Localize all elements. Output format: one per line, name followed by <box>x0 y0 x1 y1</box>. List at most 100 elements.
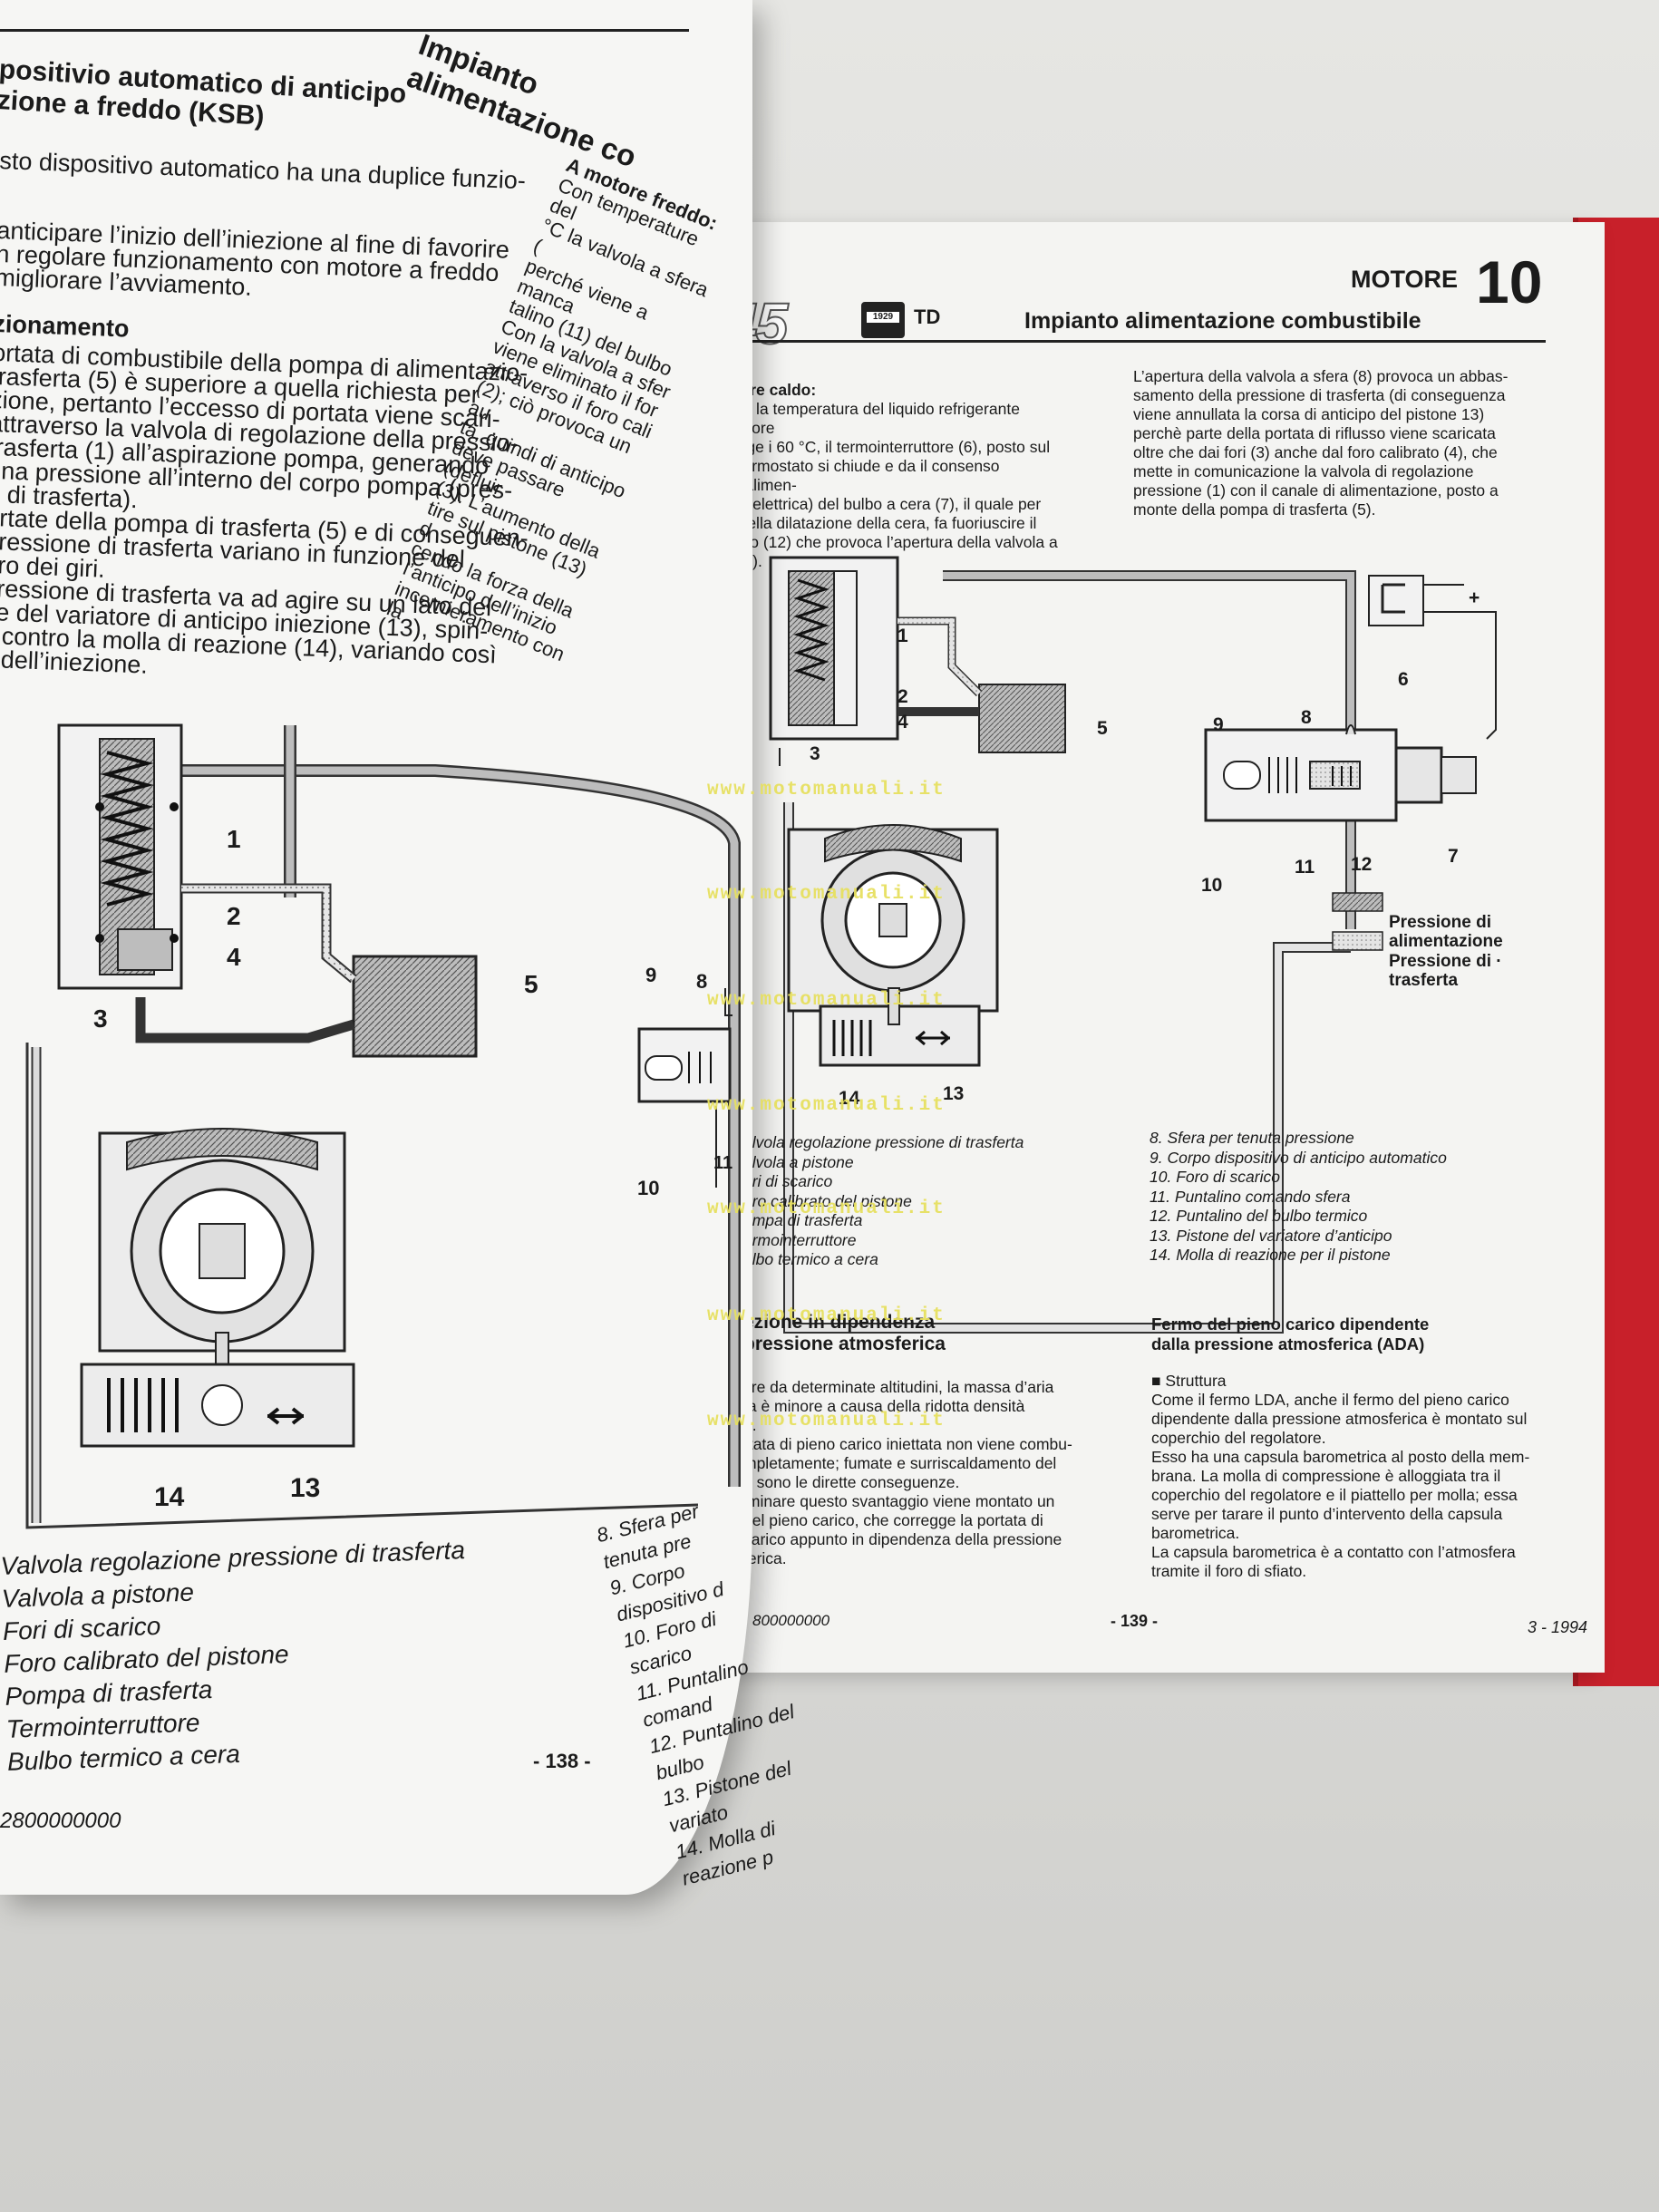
legend-alimentazione: Pressione di alimentazione <box>1389 913 1503 951</box>
text-line: pressione (1) con il canale di alimentaz… <box>1133 481 1499 500</box>
caption-item: 14. Molla di reazione per il pistone <box>1150 1246 1391 1264</box>
subheading: zionamento <box>0 309 130 343</box>
badge-suffix: TD <box>914 306 941 328</box>
watermark: www.motomanuali.it <box>707 1411 946 1431</box>
header-rule <box>0 29 689 32</box>
text-line: iunge i 60 °C, il termointerruttore (6),… <box>725 438 1051 456</box>
legend-text: Pressione di <box>1389 913 1491 932</box>
chapter-number: 10 <box>1476 248 1543 315</box>
captions-left: alvola regolazione pressione di trasfert… <box>743 1133 1024 1270</box>
text-line: carico appunto in dipendenza della press… <box>743 1530 1062 1548</box>
text-line: serve per tarare il punto d’intervento d… <box>1151 1505 1503 1523</box>
label-3: 3 <box>93 1004 108 1033</box>
caption-item: Valvola a pistone <box>1 1577 195 1613</box>
caption-item: oro calibrato del pistone <box>743 1191 912 1210</box>
date: 3 - 1994 <box>1528 1618 1588 1636</box>
watermark: www.motomanuali.it <box>707 1305 946 1326</box>
fuel-system-diagram-right <box>769 556 1497 1334</box>
label-6: 6 <box>1398 669 1409 690</box>
legend-trasferta: Pressione di · trasferta <box>1389 952 1502 990</box>
text-line: samento della pressione di trasferta (di… <box>1133 386 1506 404</box>
fuel-system-diagram-left <box>25 723 741 1529</box>
text-line: oltre che dai fori (3) anche dal foro ca… <box>1133 443 1498 461</box>
text-line: o termostato si chiude e da il consenso … <box>725 457 1000 494</box>
label-7: 7 <box>1448 846 1459 867</box>
text-line: brana. La molla di compressione è allogg… <box>1151 1467 1501 1485</box>
text-line: sto dispositivo automatico ha una duplic… <box>0 147 527 195</box>
text-line: mette in comunicazione la valvola di reg… <box>1133 462 1474 480</box>
label-3: 3 <box>810 743 820 764</box>
legend-swatch-trasferta <box>1332 931 1383 951</box>
watermark: www.motomanuali.it <box>707 780 946 800</box>
caption-item: Pompa di trasferta <box>5 1674 213 1711</box>
right-col2-text: L’apertura della valvola a sfera (8) pro… <box>1133 367 1550 519</box>
text-line: L’apertura della valvola a sfera (8) pro… <box>1133 367 1509 385</box>
watermark: www.motomanuali.it <box>707 884 946 905</box>
caption-item: Termointerruttore <box>5 1708 200 1743</box>
label-10: 10 <box>1201 875 1223 896</box>
badge-label: 1929 <box>867 312 899 323</box>
text-line: alino (12) che provoca l’apertura della … <box>725 533 1058 551</box>
caption-item: Bulbo termico a cera <box>6 1739 241 1776</box>
left-page: Impianto alimentazione co positivio auto… <box>0 0 797 1895</box>
watermark: www.motomanuali.it <box>707 990 946 1011</box>
text-line: viene annullata la corsa di anticipo del… <box>1133 405 1485 423</box>
header-rule <box>716 340 1546 343</box>
right-page: 45 1929 TD MOTORE 10 Impianto alimentazi… <box>716 222 1605 1673</box>
text-line: Come il fermo LDA, anche il fermo del pi… <box>1151 1391 1509 1409</box>
text-line: e sono le dirette conseguenze. <box>743 1473 960 1491</box>
label-11: 11 <box>1295 857 1315 878</box>
label-plus: + <box>1469 587 1480 608</box>
section-title: positivio automatico di anticipo zione a… <box>0 54 407 141</box>
label-2: 2 <box>897 686 908 707</box>
caption-item: ermointerruttore <box>743 1230 857 1249</box>
caption-item: ompa di trasferta <box>743 1211 863 1229</box>
legend-text: alimentazione <box>1389 932 1503 951</box>
legend-text: Pressione di · <box>1389 952 1502 971</box>
right-col1-text: otore caldo: ndo la temperatura del liqu… <box>725 381 1070 571</box>
caption-item: alvola regolazione pressione di trasfert… <box>743 1133 1024 1151</box>
caption-item: 12. Puntalino del bulbo termico <box>1150 1207 1368 1225</box>
watermark: www.motomanuali.it <box>707 1095 946 1116</box>
section-title-line: ezione in dipendenza <box>743 1312 936 1333</box>
text-line: Esso ha una capsula barometrica al posto… <box>1151 1448 1530 1466</box>
text-line: o dell’iniezione. <box>0 645 149 679</box>
text-line: La capsula barometrica è a contatto con … <box>1151 1543 1516 1561</box>
label-9: 9 <box>645 964 657 986</box>
section-title-line: dalla pressione atmosferica (ADA) <box>1151 1334 1425 1353</box>
badge-icon: 1929 <box>861 302 905 338</box>
footer-code: 800000000 <box>752 1612 830 1629</box>
label-9: 9 <box>1213 714 1224 735</box>
label-8: 8 <box>1301 707 1312 728</box>
text-line: tramite il foro di sfiato. <box>1151 1562 1307 1580</box>
label-5: 5 <box>524 970 538 998</box>
section-title-line: Fermo del pieno carico dipendente <box>1151 1315 1430 1334</box>
label-13: 13 <box>943 1083 965 1104</box>
text-line: barometrica. <box>1151 1524 1240 1542</box>
captions-right: 8. Sfera per tenuta pressione 9. Corpo d… <box>1150 1129 1447 1266</box>
caption-item: 13. Pistone del variatore d’anticipo <box>1150 1226 1392 1245</box>
label-4: 4 <box>227 943 241 971</box>
text-line: rtata di pieno carico iniettata non vien… <box>743 1435 1072 1453</box>
text-line: dipendente dalla pressione atmosferica è… <box>1151 1410 1528 1428</box>
label-1: 1 <box>227 825 241 853</box>
label-5: 5 <box>1097 718 1108 739</box>
subhead: ■ Struttura <box>1151 1372 1227 1390</box>
caption-item: 9. Corpo dispositivo di anticipo automat… <box>1150 1148 1447 1167</box>
text-line: ne (elettrica) del bulbo a cera (7), il … <box>725 495 1042 513</box>
label-1: 1 <box>897 626 908 646</box>
label-12: 12 <box>1351 854 1373 875</box>
text-line: mpletamente; fumate e surriscaldamento d… <box>743 1454 1057 1472</box>
text-line: ndo la temperatura del liquido refrigera… <box>725 400 1020 437</box>
section3-text: ■ Struttura Come il fermo LDA, anche il … <box>1151 1372 1568 1581</box>
label-2: 2 <box>227 902 241 930</box>
caption-item: ulbo termico a cera <box>743 1250 878 1268</box>
label-10: 10 <box>637 1177 660 1199</box>
page-number: - 139 - <box>1111 1612 1159 1630</box>
caption-item: alvola a pistone <box>743 1152 854 1171</box>
section2-text: tire da determinate altitudini, la massa… <box>743 1378 1106 1568</box>
section-title-line: pressione atmosferica <box>743 1334 946 1354</box>
caption-item: 10. Foro di scarico <box>1150 1168 1280 1186</box>
text-line: tire da determinate altitudini, la massa… <box>743 1378 1054 1396</box>
chapter-word: MOTORE <box>1351 266 1459 293</box>
